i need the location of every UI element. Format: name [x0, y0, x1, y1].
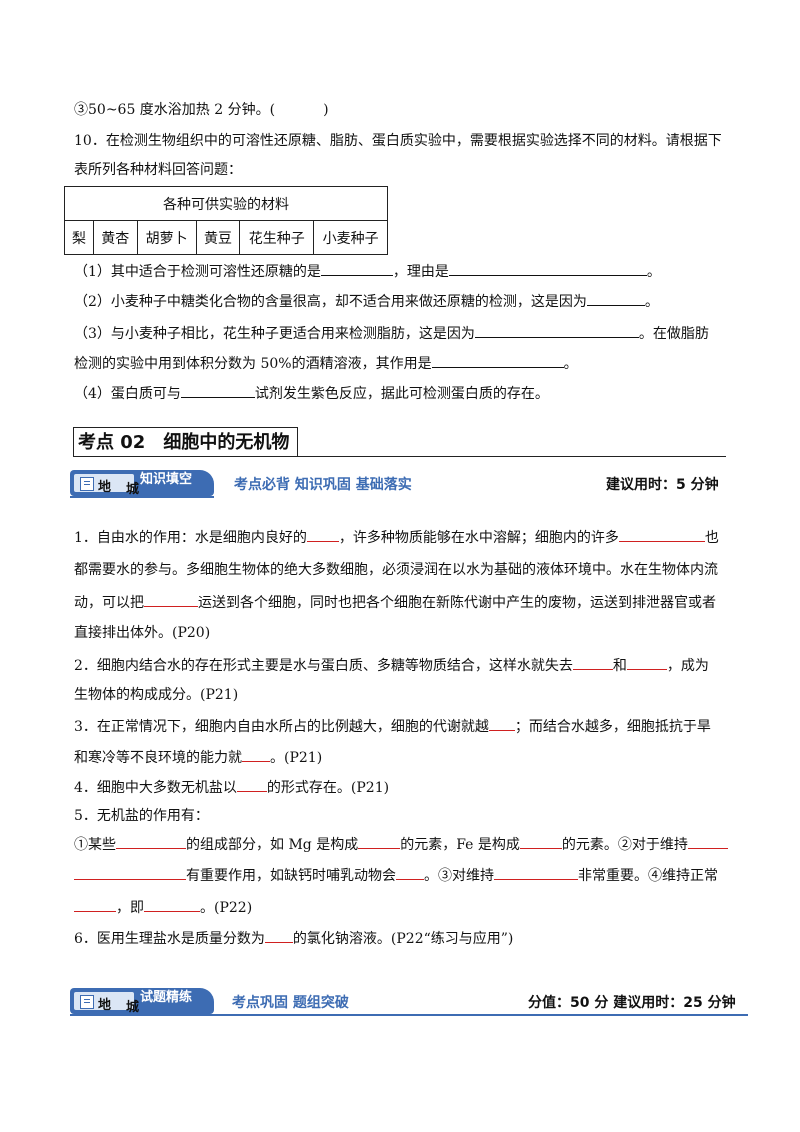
document-icon [80, 995, 94, 1009]
answer-blank[interactable] [586, 291, 645, 306]
table-cell: 花生种子 [239, 220, 315, 255]
p5-line2: 有重要作用，如缺钙时哺乳动物会。③对维持非常重要。④维持正常 [74, 865, 718, 886]
p3-line1: 3．在正常情况下，细胞内自由水所占的比例越大，细胞的代谢就越；而结合水越多，细胞… [74, 716, 711, 737]
table-cell: 黄豆 [195, 220, 241, 255]
table-cell: 胡萝卜 [136, 220, 197, 255]
banner-label: 知识填空 [140, 472, 193, 487]
p1-line3: 动，可以把运送到各个细胞，同时也把各个细胞在新陈代谢中产生的废物，运送到排泄器官… [74, 592, 716, 613]
p5-line1: ①某些的组成部分，如 Mg 是构成的元素，Fe 是构成的元素。②对于维持 [74, 834, 728, 855]
p1-line4: 直接排出体外。(P20) [74, 625, 211, 641]
answer-blank[interactable] [474, 323, 639, 338]
materials-table: 各种可供实验的材料 梨 黄杏 胡萝卜 黄豆 花生种子 小麦种子 [64, 186, 388, 255]
score-and-time: 分值：50 分 建议用时：25 分钟 [528, 995, 736, 1011]
table-cell: 小麦种子 [313, 220, 388, 255]
answer-blank[interactable] [116, 834, 186, 849]
answer-blank[interactable] [236, 777, 267, 792]
p5-title: 5．无机盐的作用有： [74, 808, 209, 824]
answer-blank[interactable] [180, 383, 255, 398]
answer-blank[interactable] [306, 527, 339, 542]
answer-blank[interactable] [264, 928, 293, 943]
answer-blank[interactable] [74, 865, 186, 880]
banner-tab: 地 城 试题精练 [70, 988, 214, 1015]
banner-rule [70, 496, 214, 498]
banner-label: 试题精练 [140, 990, 193, 1005]
answer-blank[interactable] [396, 865, 424, 880]
p2-line2: 生物体的构成成分。(P21) [74, 687, 239, 703]
answer-blank[interactable] [448, 261, 647, 276]
q10-line1: 10．在检测生物组织中的可溶性还原糖、脂肪、蛋白质实验中，需要根据实验选择不同的… [74, 133, 722, 149]
banner-subtitle: 考点巩固 题组突破 [232, 995, 349, 1011]
p4: 4．细胞中大多数无机盐以的形式存在。(P21) [74, 777, 389, 798]
q10-sub2: （2）小麦种子中糖类化合物的含量很高，却不适合用来做还原糖的检测，这是因为。 [74, 291, 659, 312]
answer-blank[interactable] [320, 261, 393, 276]
p5-line3: ，即。(P22) [74, 897, 252, 918]
q9-item3: ③50~65 度水浴加热 2 分钟。() [74, 102, 329, 118]
answer-blank[interactable] [242, 747, 270, 762]
materials-table-header: 各种可供实验的材料 [64, 186, 388, 221]
q10-sub4: （4）蛋白质可与试剂发生紫色反应，据此可检测蛋白质的存在。 [74, 383, 549, 404]
answer-blank[interactable] [519, 834, 562, 849]
answer-blank[interactable] [488, 716, 515, 731]
answer-blank[interactable] [572, 655, 613, 670]
p1-line1: 1．自由水的作用：水是细胞内良好的，许多种物质能够在水中溶解；细胞内的许多也 [74, 527, 719, 548]
answer-blank[interactable] [144, 897, 200, 912]
answer-blank[interactable] [618, 527, 705, 542]
p1-line2: 都需要水的参与。多细胞生物体的绝大多数细胞，必须浸润在以水为基础的液体环境中。水… [74, 562, 718, 578]
knowledge-fill-banner: 地 城 知识填空 考点必背 知识巩固 基础落实 建议用时：5 分钟 [70, 470, 730, 500]
answer-blank[interactable] [431, 353, 564, 368]
answer-blank[interactable] [494, 865, 578, 880]
table-cell: 黄杏 [92, 220, 138, 255]
answer-blank[interactable] [74, 897, 116, 912]
answer-blank[interactable] [144, 592, 198, 607]
document-icon [80, 477, 94, 491]
suggested-time: 建议用时：5 分钟 [606, 477, 719, 493]
q10-sub1: （1）其中适合于检测可溶性还原糖的是，理由是。 [74, 261, 661, 282]
q10-sub3-cont: 检测的实验中用到体积分数为 50%的酒精溶液，其作用是。 [74, 353, 578, 374]
q10-line2: 表所列各种材料回答问题： [74, 162, 242, 178]
p3-line2: 和寒冷等不良环境的能力就。(P21) [74, 747, 322, 768]
banner-rule [70, 1014, 748, 1016]
p2-line1: 2．细胞内结合水的存在形式主要是水与蛋白质、多糖等物质结合，这样水就失去和，成为 [74, 655, 709, 676]
section-title: 考点 02 细胞中的无机物 [73, 427, 298, 457]
banner-subtitle: 考点必背 知识巩固 基础落实 [234, 477, 412, 493]
table-cell: 梨 [64, 220, 94, 255]
p6: 6．医用生理盐水是质量分数为的氯化钠溶液。(P22“练习与应用”) [74, 928, 513, 949]
q10-sub3: （3）与小麦种子相比，花生种子更适合用来检测脂肪，这是因为。在做脂肪 [74, 323, 709, 344]
answer-blank[interactable] [358, 834, 401, 849]
section-divider [73, 456, 726, 457]
exercise-banner: 地 城 试题精练 考点巩固 题组突破 分值：50 分 建议用时：25 分钟 [70, 988, 750, 1018]
answer-blank[interactable] [626, 655, 667, 670]
banner-tab: 地 城 知识填空 [70, 470, 214, 497]
answer-blank[interactable] [687, 834, 728, 849]
